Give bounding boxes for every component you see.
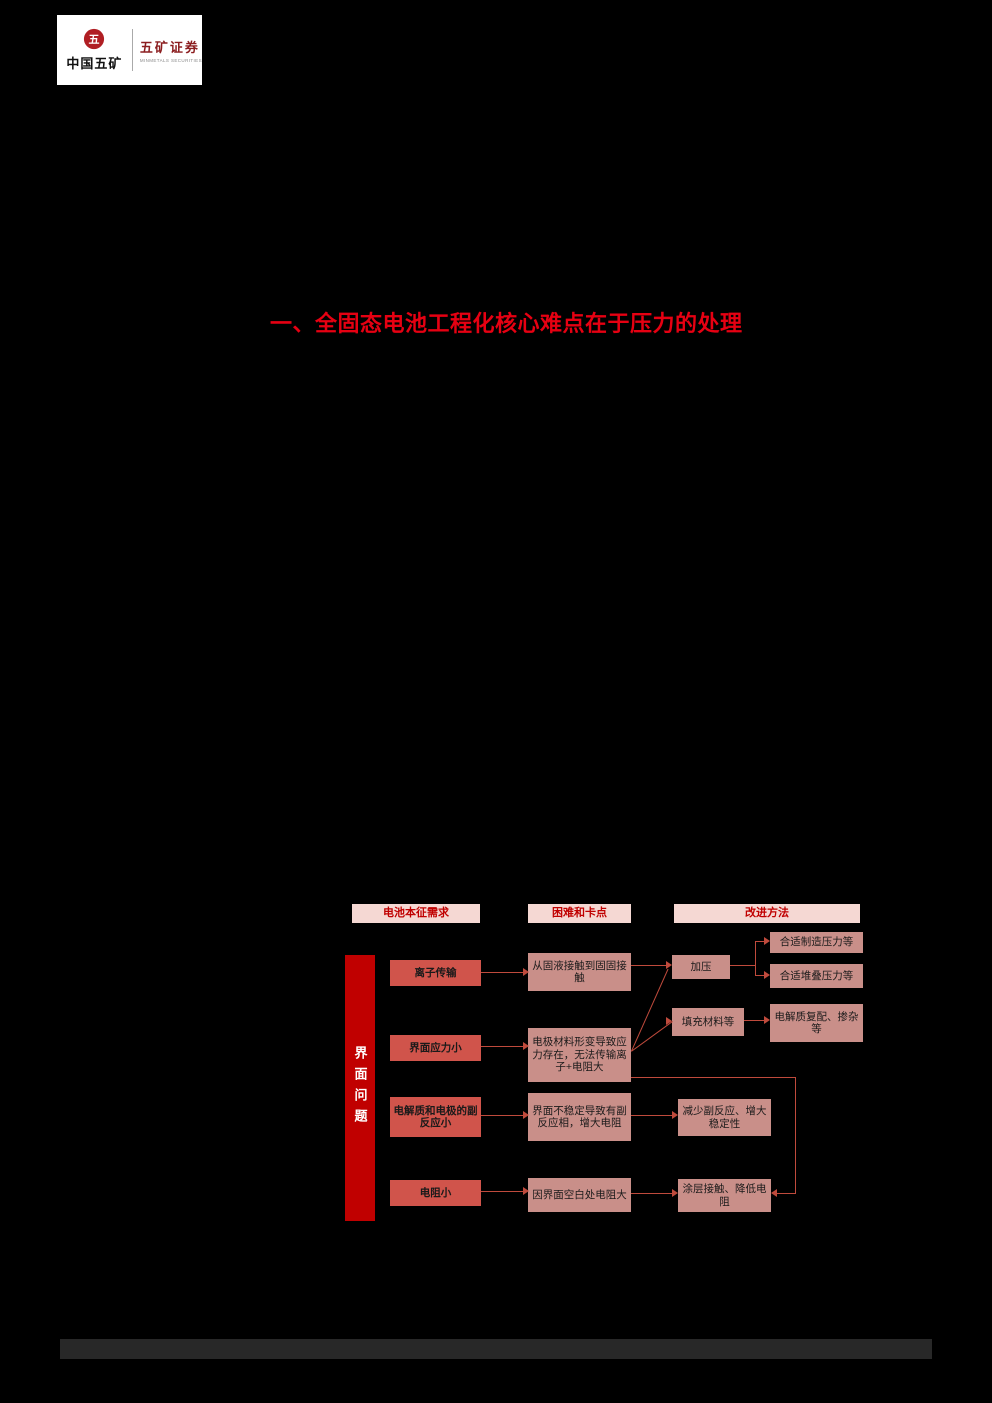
sub-method-box: 合适制造压力等 (770, 932, 863, 953)
arrow-head-icon (523, 968, 529, 976)
arrow-head-icon (523, 1187, 529, 1195)
arrow-head-icon (764, 971, 770, 979)
footer-bar (60, 1339, 932, 1359)
figure-header-methods: 改进方法 (674, 904, 860, 923)
need-box: 电阻小 (390, 1180, 481, 1206)
method-box: 填充材料等 (672, 1008, 744, 1036)
arrow-head-icon (523, 1111, 529, 1119)
arrow-head-icon (523, 1042, 529, 1050)
arrow-head-icon (672, 1111, 678, 1119)
connector-line (744, 1020, 765, 1021)
figure-header-difficulties: 困难和卡点 (528, 904, 631, 923)
connector-line (755, 941, 756, 976)
arrow-head-icon (672, 1189, 678, 1197)
method-box: 涂层接触、降低电阻 (678, 1179, 771, 1212)
sub-method-box: 电解质复配、掺杂等 (770, 1004, 863, 1042)
logo-company-name: 中国五矿 (66, 56, 123, 71)
figure-header-needs: 电池本征需求 (352, 904, 480, 923)
connector-line (481, 1191, 523, 1192)
connector-line (755, 975, 765, 976)
arrow-head-icon (666, 961, 672, 969)
difficulty-box: 界面不稳定导致有副反应相，增大电阻 (528, 1093, 631, 1141)
interface-problem-bar: 界面问题 (345, 955, 375, 1221)
logo-left-block: 五 中国五矿 (57, 28, 132, 72)
arrow-head-icon (666, 1017, 672, 1025)
difficulty-box: 因界面空白处电阻大 (528, 1178, 631, 1212)
need-box: 界面应力小 (390, 1035, 481, 1061)
logo-brand-name: 五矿证券 (139, 40, 200, 55)
need-box: 离子传输 (390, 960, 481, 986)
connector-line (777, 1193, 795, 1194)
connector-line (795, 1077, 796, 1194)
arrow-head-icon (764, 1016, 770, 1024)
connector-line (631, 1077, 796, 1078)
connector-line (481, 1115, 523, 1116)
connector-line (481, 1046, 523, 1047)
connector-line (481, 972, 523, 973)
logo-brand-subtitle: MINMETALS SECURITIES (139, 58, 202, 63)
sub-method-box: 合适堆叠压力等 (770, 964, 863, 988)
logo-divider (131, 29, 133, 71)
method-box: 减少副反应、增大稳定性 (678, 1099, 771, 1136)
logo-right-block: 五矿证券 MINMETALS SECURITIES (133, 37, 202, 63)
arrow-head-icon (771, 1189, 777, 1197)
svg-text:五: 五 (89, 33, 100, 46)
need-box: 电解质和电极的副反应小 (390, 1097, 481, 1137)
connector-line (755, 941, 765, 942)
logo-box: 五 中国五矿 五矿证券 MINMETALS SECURITIES (57, 15, 202, 85)
connector-line (631, 965, 667, 966)
difficulty-box: 从固液接触到固固接触 (528, 953, 631, 991)
connector-line (631, 1115, 673, 1116)
arrow-head-icon (764, 937, 770, 945)
section-heading: 一、全固态电池工程化核心难点在于压力的处理 (270, 311, 743, 336)
connector-line (631, 1193, 673, 1194)
minmetals-emblem-icon: 五 (84, 28, 105, 50)
connector-line (631, 968, 669, 1052)
difficulty-box: 电极材料形变导致应力存在，无法传输离子+电阻大 (528, 1028, 631, 1082)
connector-line (730, 965, 756, 966)
method-box: 加压 (672, 955, 730, 979)
interface-problem-diagram: 电池本征需求 困难和卡点 改进方法 界面问题 离子传输 界面应力小 电解质和电极… (345, 900, 875, 1225)
